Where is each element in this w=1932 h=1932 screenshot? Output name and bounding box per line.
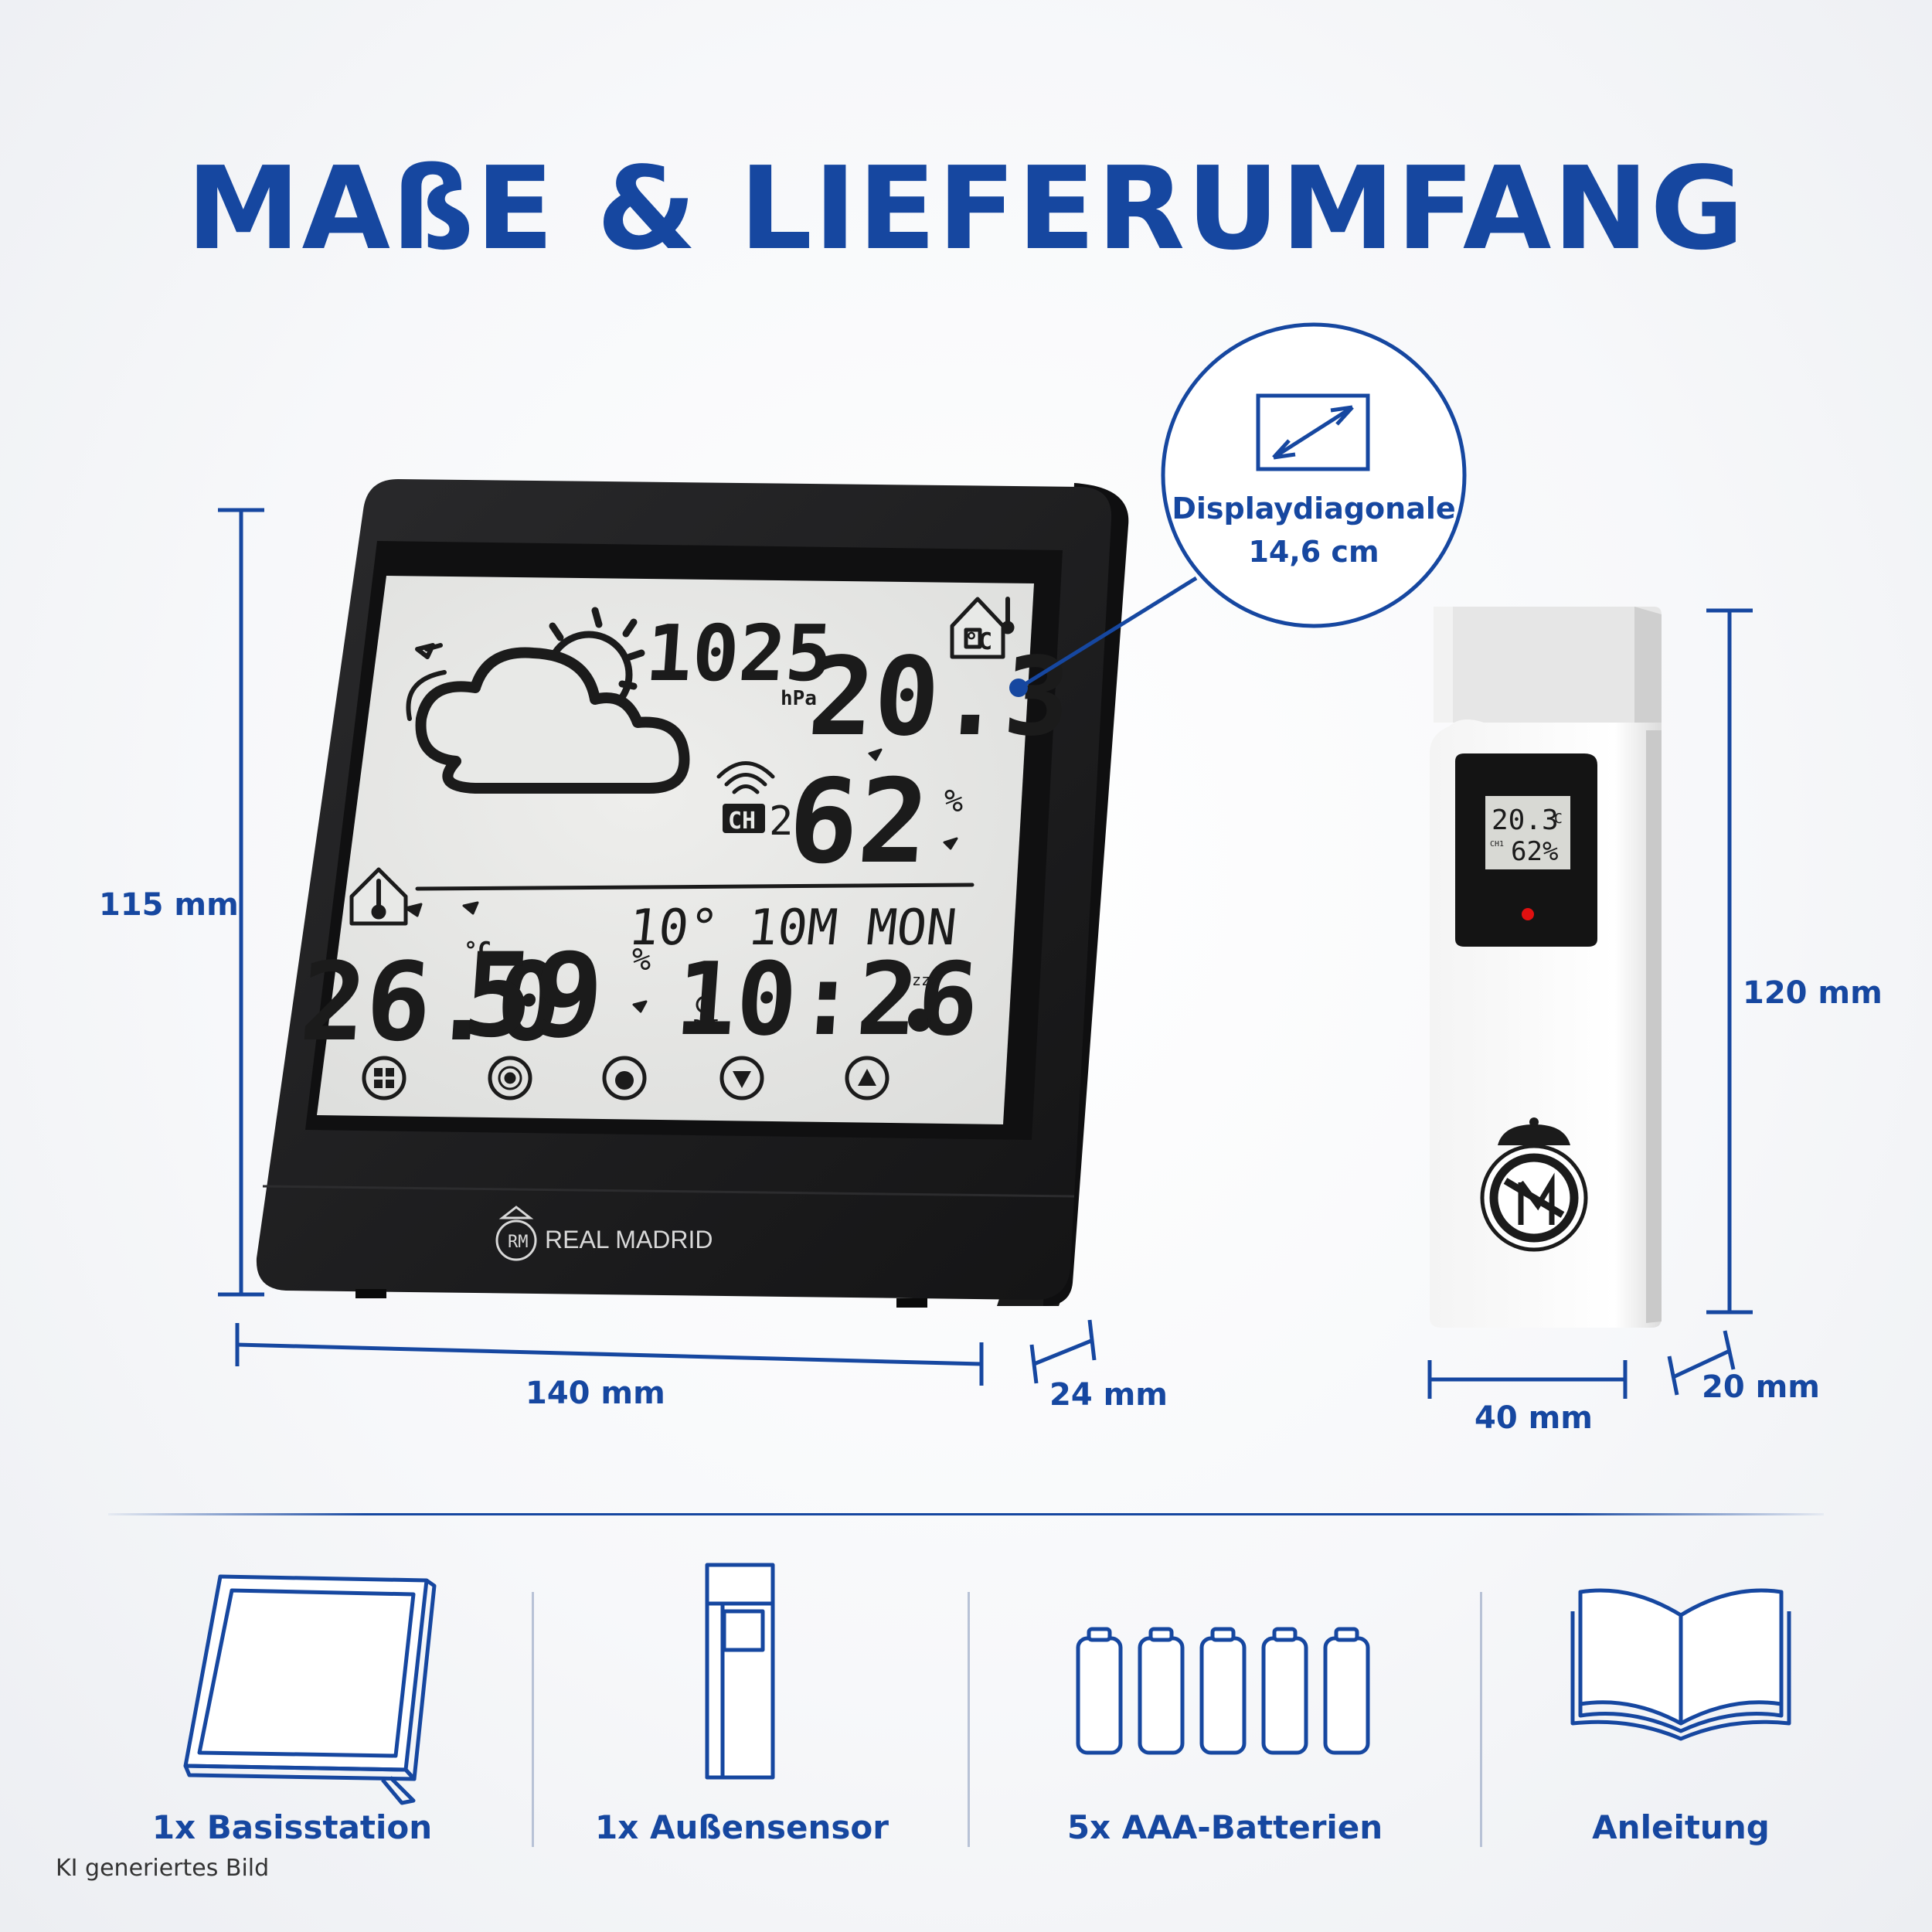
alarm-bell-icon [908,1009,931,1032]
indoor-house-icon [349,867,408,926]
sensor-width-label: 40 mm [1475,1400,1593,1436]
indoor-temp-unit: °C [464,937,492,964]
channel-label: CH [728,808,756,835]
partly-cloudy-icon [406,607,690,794]
indoor-humidity: 59 [459,929,608,1063]
pressure-unit: hPa [781,687,817,710]
station-brand-text: REAL MADRID [545,1226,713,1253]
manual-icon [1570,1588,1791,1741]
svg-text:RM: RM [508,1233,529,1252]
signal-icon [716,761,775,794]
outdoor-temp-unit: °C [964,628,992,655]
dimension-lines [218,508,1753,1399]
station-lcd-content: 1025 hPa 20.3 °C CH 2 62 % [297,597,1074,1100]
alarm-off-icon [404,903,423,917]
contents-item-anleitung: Anleitung [1592,1808,1770,1846]
display-diagonal-text: Displaydiagonale 14,6 cm [1167,487,1461,573]
date-display: 10° 10M MON [626,899,960,957]
outdoor-humidity-unit: % [944,784,963,819]
diagonal-icon [1256,393,1370,471]
dst-icon [696,995,714,1014]
channel-badge [723,804,765,833]
sensor-height-label: 120 mm [1743,975,1883,1011]
touch-button-up[interactable] [845,1056,889,1100]
touch-button-alarm[interactable] [602,1056,647,1100]
sensor-led [1522,908,1534,920]
sensor-humidity: 62% [1511,836,1558,867]
outdoor-house-icon [950,597,1015,659]
outdoor-humidity: 62 [784,755,934,889]
ai-generated-note: KI generiertes Bild [56,1855,270,1882]
base-height-label: 115 mm [99,887,239,923]
base-width-label: 140 mm [526,1376,665,1411]
indoor-temp: 26.0 [297,940,566,1066]
arrow-icon [415,643,443,659]
sensor-temp-unit: C [1554,811,1563,827]
page-title: MAßE & LIEFERUMFANG [186,142,1746,275]
dst-label: DST [693,1017,719,1033]
base-station-icon [183,1574,437,1805]
time-display: 10:26 [672,940,982,1058]
outdoor-temp: 20.3 [804,634,1074,760]
sensor-lcd [1485,796,1570,869]
pressure-value: 1025 [643,608,835,699]
separator-1 [532,1592,534,1847]
base-depth-label: 24 mm [1049,1377,1168,1413]
sensor-channel: CH1 [1490,840,1504,849]
real-madrid-crest-icon [1480,1117,1588,1252]
display-diagonal-callout [1009,322,1467,697]
station-brand-logo: RM [495,1206,537,1261]
snooze-indicator: zzz [912,971,940,989]
sensor-icon [705,1563,775,1780]
indoor-humidity-unit: % [632,942,651,978]
separator-3 [1480,1592,1482,1847]
contents-item-aussensensor: 1x Außensensor [595,1808,889,1846]
section-divider [108,1513,1824,1515]
touch-button-down[interactable] [719,1056,764,1100]
batteries-icon [1076,1627,1370,1755]
contents-item-batterien: 5x AAA-Batterien [1066,1808,1383,1846]
contents-item-basisstation: 1x Basisstation [151,1808,433,1846]
outdoor-sensor: 20.3 C CH1 62% [1430,607,1662,1328]
touch-button-channel[interactable] [488,1056,532,1100]
sensor-depth-label: 20 mm [1702,1369,1820,1405]
callout-line2: 14,6 cm [1248,535,1379,569]
channel-number: 2 [769,798,793,845]
sensor-temp: 20.3 [1492,804,1559,836]
separator-2 [968,1592,970,1847]
touch-button-mode[interactable] [362,1056,406,1100]
callout-line1: Displaydiagonale [1172,492,1456,526]
